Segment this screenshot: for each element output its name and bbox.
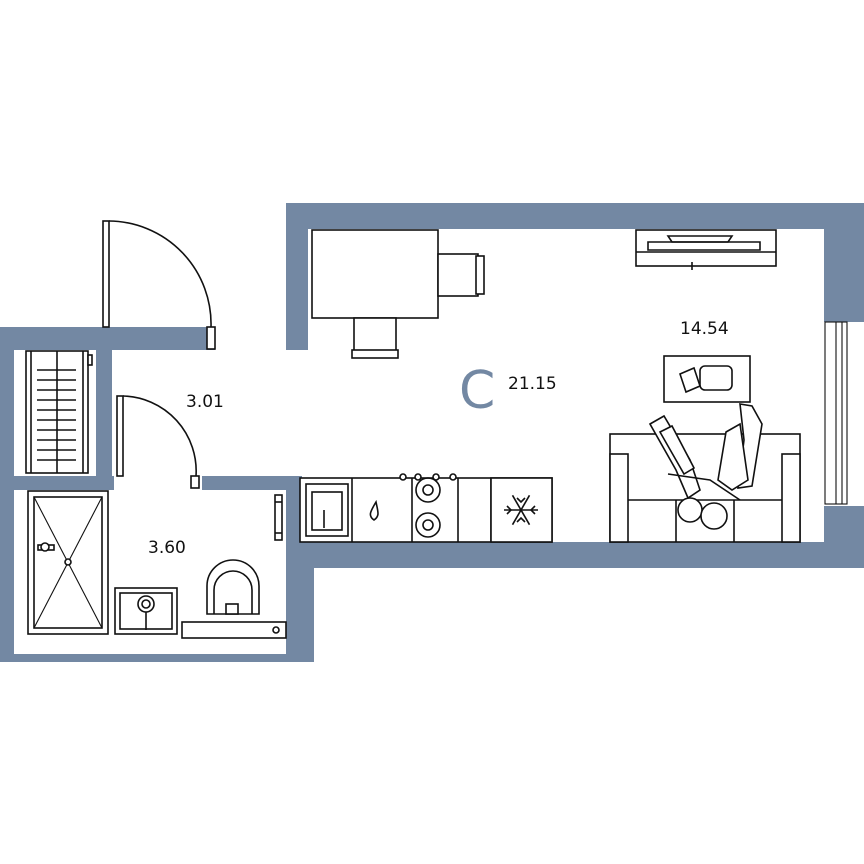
coffee-table-icon	[663, 355, 751, 403]
total-area-label: 21.15	[508, 374, 557, 394]
area-label-hall: 3.01	[186, 392, 224, 412]
toilet-icon	[181, 559, 287, 639]
kitchen-sink-icon	[305, 483, 349, 537]
bath-side-wall	[286, 476, 302, 566]
outer-wall	[0, 203, 864, 662]
shower-icon	[27, 490, 109, 635]
sink-icon	[114, 587, 178, 635]
bathroom-door-icon[interactable]	[116, 395, 200, 489]
tv-stand-icon	[635, 229, 777, 270]
stove-icon	[399, 473, 457, 538]
bath-wall-stub	[202, 476, 298, 490]
towel-rail-icon	[274, 494, 283, 541]
sofa-icon	[609, 433, 801, 543]
water-drop-icon	[369, 499, 379, 521]
total-area-badge: C	[459, 361, 495, 421]
partition-wall-horizontal	[14, 476, 114, 490]
fridge-icon	[490, 477, 553, 543]
partition-wall-vertical	[96, 350, 112, 476]
table-icon	[311, 229, 439, 319]
wardrobe-icon	[25, 350, 93, 474]
chair-icon	[351, 253, 485, 359]
area-label-living: 14.54	[680, 319, 729, 339]
people-icon	[648, 403, 763, 530]
area-label-bathroom: 3.60	[148, 538, 186, 558]
walls	[0, 203, 864, 662]
window-icon	[824, 321, 864, 506]
entrance-door-icon[interactable]	[102, 220, 216, 350]
